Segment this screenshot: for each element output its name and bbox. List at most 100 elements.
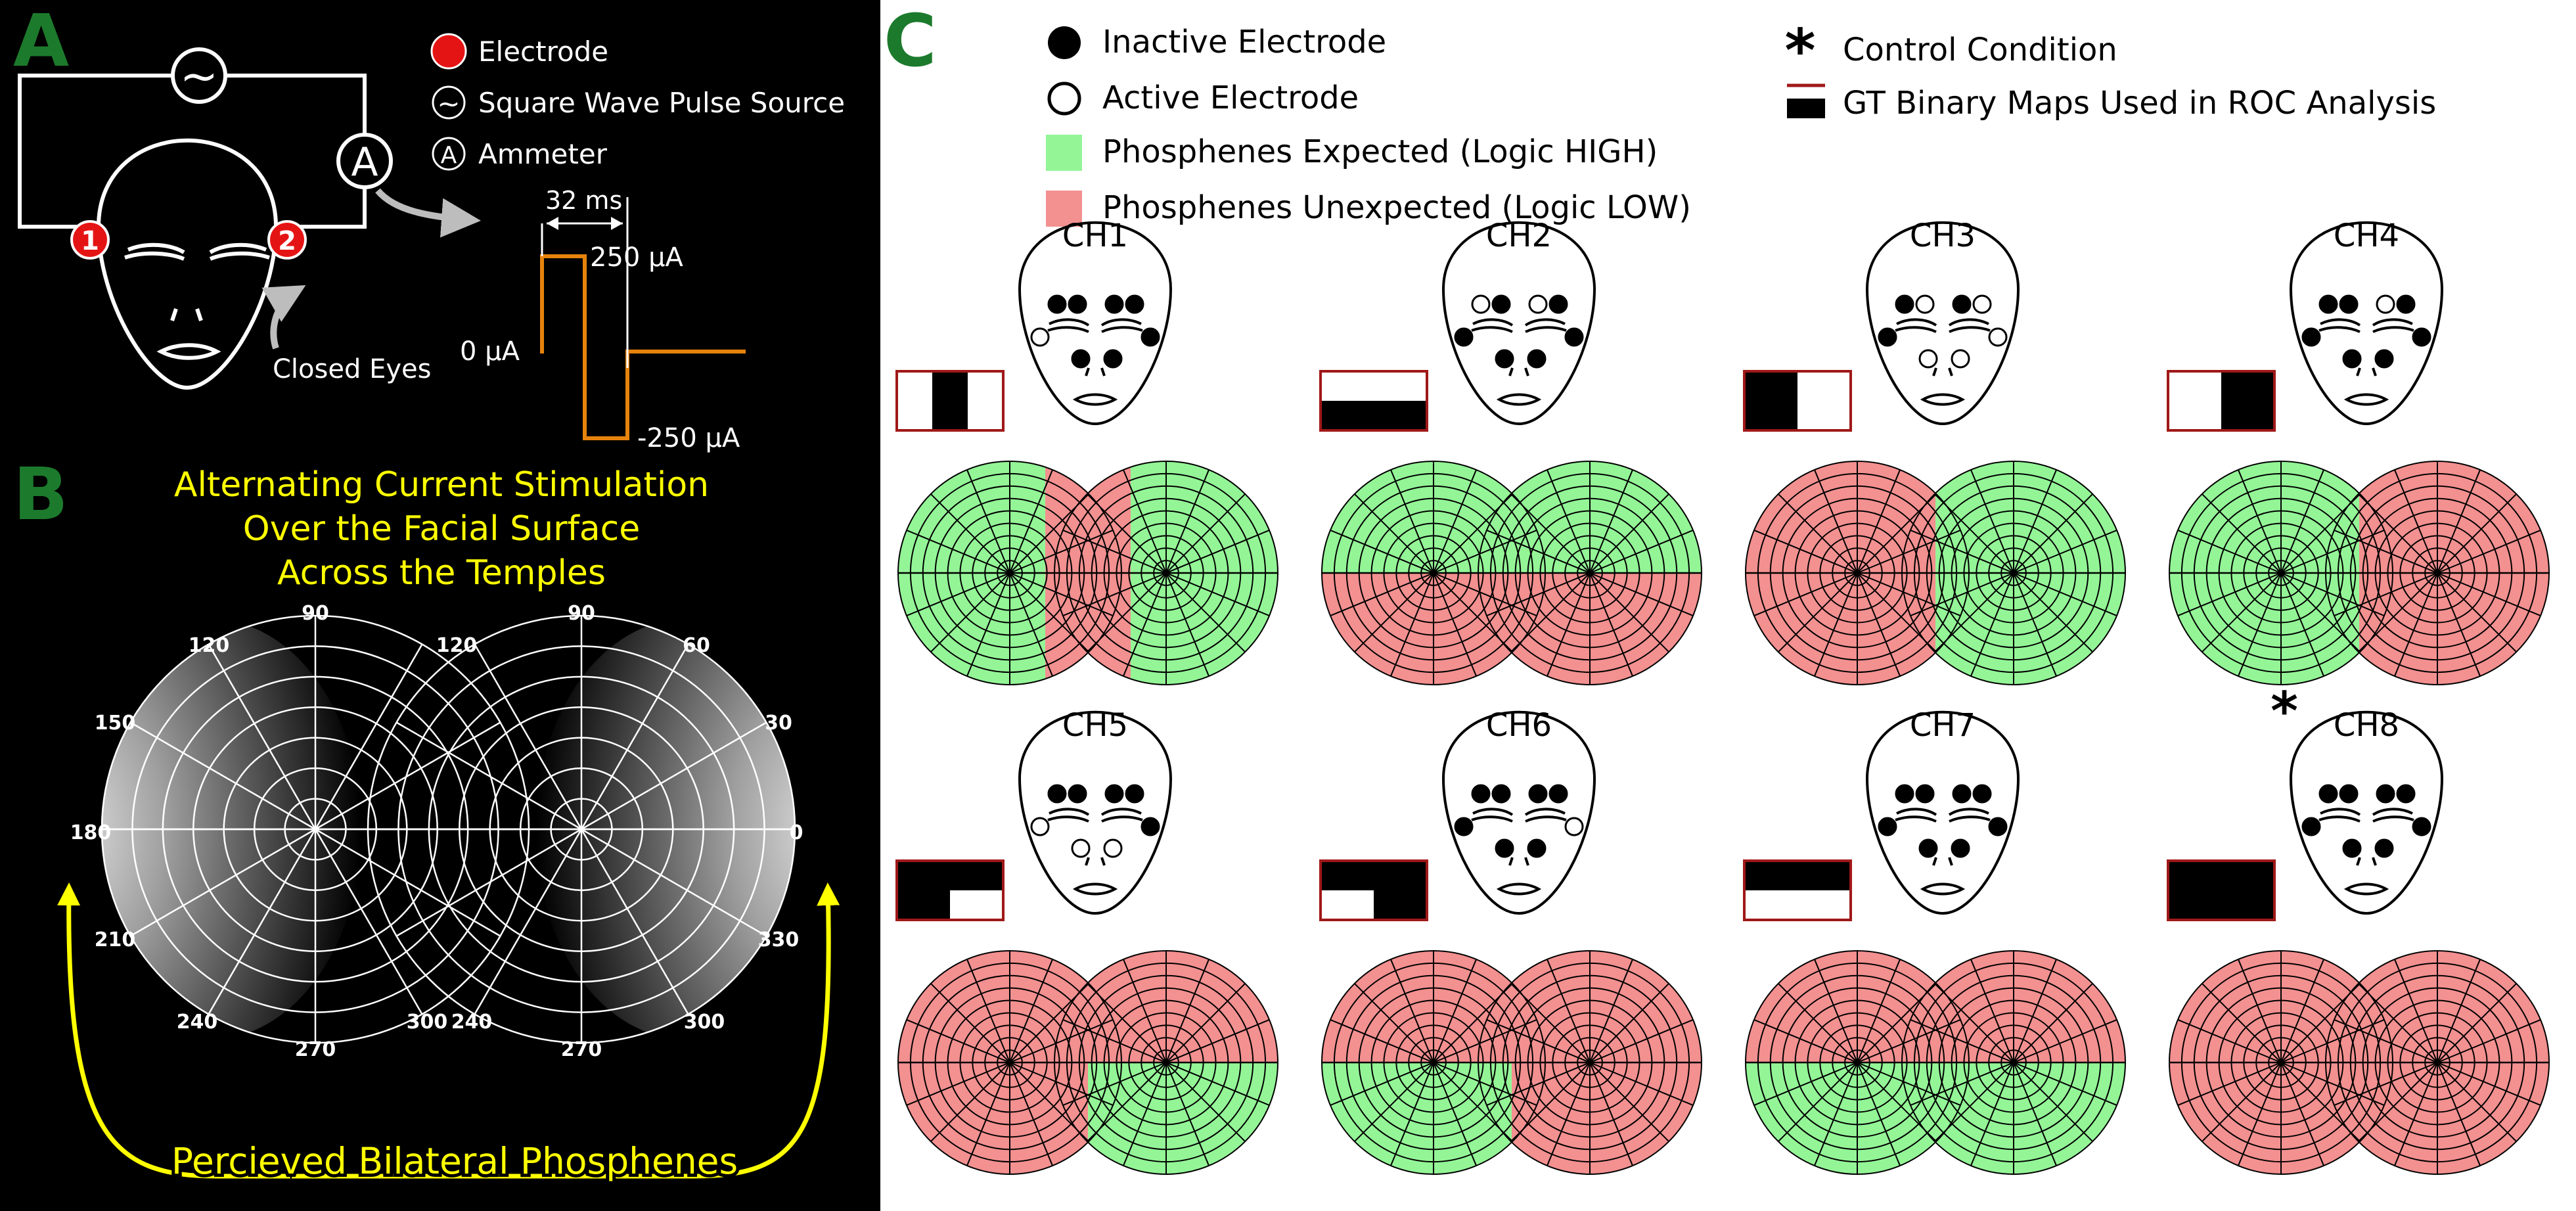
field-spoke xyxy=(1165,469,1209,574)
inactive-electrode xyxy=(1454,817,1474,836)
field-spoke xyxy=(1857,572,1961,616)
visual-field-map xyxy=(1321,950,1702,1175)
channel-label: CH6 xyxy=(1486,707,1552,744)
field-spoke xyxy=(1009,469,1053,574)
angle-label: 0 xyxy=(790,821,803,844)
field-spoke xyxy=(1934,493,2014,574)
active-electrode xyxy=(1564,817,1584,836)
gt-border xyxy=(895,370,1005,432)
gt-border xyxy=(1743,859,1852,921)
channel-ch7: CH7 xyxy=(1743,707,2126,1175)
field-spoke xyxy=(1778,572,1858,652)
head-diagram xyxy=(1865,710,2020,915)
legend-ammeter-icon xyxy=(432,137,466,171)
field-spoke xyxy=(2280,959,2324,1063)
field-spoke xyxy=(2358,1062,2438,1142)
field-spoke xyxy=(1009,959,1053,1063)
active-electrode xyxy=(1918,349,1938,369)
field-spoke xyxy=(1814,1062,1858,1166)
field-spoke xyxy=(1970,959,2014,1063)
inactive-electrode xyxy=(2374,349,2394,369)
channel-label: CH3 xyxy=(1910,217,1976,254)
channel-label: CH2 xyxy=(1486,217,1552,254)
inactive-electrode xyxy=(1895,294,1914,314)
polar-spoke xyxy=(395,828,582,937)
field-spoke xyxy=(1433,469,1477,574)
gt-border xyxy=(1319,859,1428,921)
field-spoke xyxy=(1354,1062,1434,1142)
inactive-electrode xyxy=(1915,784,1935,804)
field-spoke xyxy=(1165,1062,1270,1106)
field-spoke xyxy=(906,530,1010,574)
gt-cell xyxy=(1744,890,1851,921)
closed-eyes-arrow xyxy=(261,285,306,350)
field-spoke xyxy=(1510,572,1591,652)
legend-electrode-label: Electrode xyxy=(478,35,608,68)
field-spoke xyxy=(1589,1019,1694,1063)
field-spoke xyxy=(1087,1062,1167,1142)
field-spoke xyxy=(1970,469,2014,574)
field-spoke xyxy=(1165,493,1246,574)
inactive-electrode xyxy=(1548,294,1568,314)
active-electrode xyxy=(1528,294,1548,314)
field-spoke xyxy=(2238,572,2282,677)
inactive-electrode xyxy=(2396,784,2416,804)
field-spoke xyxy=(1778,1062,1858,1142)
field-spoke xyxy=(1330,530,1434,574)
field-spoke xyxy=(2177,530,2282,574)
field-spoke xyxy=(2280,530,2385,574)
field-region xyxy=(1746,951,2125,1062)
visual-field-map xyxy=(1745,461,2126,685)
field-spoke xyxy=(2394,572,2438,677)
field-spoke xyxy=(1486,572,1591,616)
channel-label: CH7 xyxy=(1910,707,1976,744)
field-spoke xyxy=(1390,572,1434,677)
field-spoke xyxy=(1910,1062,2014,1106)
field-spoke xyxy=(1009,572,1114,616)
expected-swatch xyxy=(1046,135,1082,171)
channel-ch1: CH1 xyxy=(895,217,1278,685)
field-spoke xyxy=(2013,469,2057,574)
field-spoke xyxy=(2437,959,2481,1063)
ammeter-symbol: A xyxy=(351,139,378,185)
field-spoke xyxy=(2437,469,2481,574)
field-spoke xyxy=(966,1062,1010,1166)
head-diagram xyxy=(1018,710,1173,915)
gt-cell xyxy=(932,371,968,431)
gt-cell xyxy=(1321,371,1428,401)
field-spoke xyxy=(1857,572,1901,677)
field-spoke xyxy=(2437,1062,2481,1166)
field-spoke xyxy=(1123,1062,1167,1166)
field-spoke xyxy=(1547,572,1591,677)
gt-binary-map xyxy=(1319,370,1428,432)
control-condition-icon: * xyxy=(1784,16,1815,85)
angle-label: 150 xyxy=(95,712,136,735)
svg-text:A: A xyxy=(441,142,457,169)
field-spoke xyxy=(1165,572,1246,652)
polar-spoke xyxy=(315,721,501,831)
gt-border xyxy=(1319,370,1428,432)
field-spoke xyxy=(1486,1019,1591,1063)
active-electrode xyxy=(1071,838,1091,858)
visual-field-map xyxy=(2169,461,2550,685)
legend-ammeter-label: Ammeter xyxy=(478,138,608,170)
field-spoke xyxy=(2013,572,2057,677)
field-spoke xyxy=(1753,530,1858,574)
legend-source-label: Square Wave Pulse Source xyxy=(478,87,845,119)
angle-label: 120 xyxy=(436,634,478,657)
field-spoke xyxy=(1123,572,1167,677)
field-spoke xyxy=(1165,572,1270,616)
field-spoke xyxy=(1433,1062,1537,1106)
inactive-electrode xyxy=(2376,784,2395,804)
active-electrode xyxy=(1988,327,2008,347)
field-spoke xyxy=(1165,1019,1270,1063)
field-spoke xyxy=(1165,959,1209,1063)
panel-c: C Inactive Electrode Active Electrode Ph… xyxy=(884,0,2550,1175)
field-spoke xyxy=(2238,469,2282,574)
field-spoke xyxy=(1910,572,2014,616)
field-spoke xyxy=(1547,959,1591,1063)
field-spoke xyxy=(1330,1019,1434,1063)
field-spoke xyxy=(1009,572,1053,677)
polar-spoke xyxy=(474,829,583,1015)
